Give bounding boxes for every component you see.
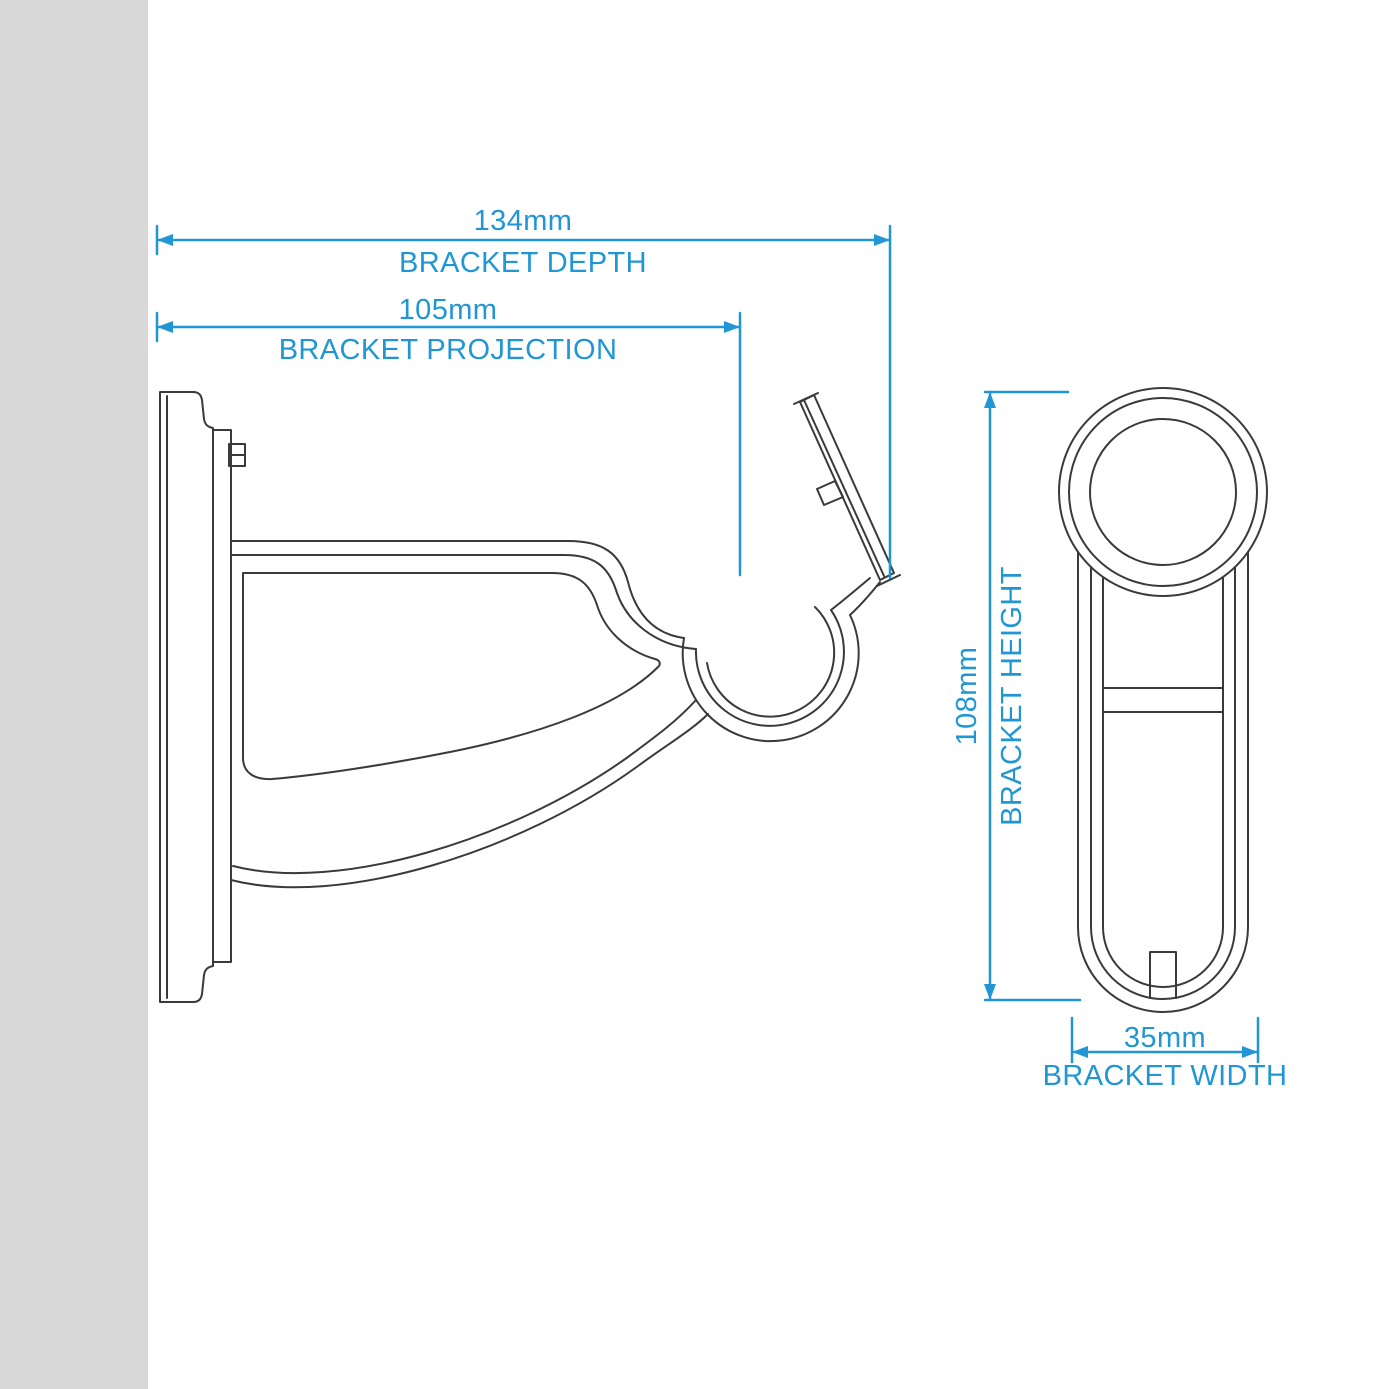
top-fixing-plate-face-line [803,399,885,577]
front-ring-middle [1068,397,1258,587]
front-body-inner [1090,566,1236,1000]
side-view-drawing [159,391,901,1003]
width-dimension-value: 35mm [1123,1022,1207,1054]
arm-top-inner [230,554,697,650]
top-plate-cap-top [793,392,819,405]
pole-cup-inner-wall [706,606,836,718]
projection-dimension-value: 105mm [398,294,498,326]
front-ring-hole [1089,418,1237,566]
width-dimension-label: BRACKET WIDTH [1042,1060,1288,1092]
front-body-outer [1077,551,1249,1013]
depth-dimension-value: 134mm [473,205,573,237]
pole-cup-outer [681,614,860,743]
front-view-drawing [1058,387,1268,1013]
wall-strip [0,0,148,1389]
arm-top-outer [230,540,685,639]
dimension-projection [155,311,742,577]
neck-outer [849,581,881,616]
height-dimension-value: 108mm [951,646,983,746]
plate-column [212,429,232,963]
dimension-depth [155,224,892,580]
projection-dimension-label: BRACKET PROJECTION [278,334,618,366]
front-bottom-notch [1149,951,1177,999]
wall-plate [159,391,214,1003]
brace-inner-line [232,699,697,875]
brace-outer [230,713,709,889]
height-dimension-label: BRACKET HEIGHT [996,566,1028,826]
neck-inner [830,577,871,611]
front-ring-outer [1058,387,1268,597]
dimension-height [983,390,1082,1002]
pole-cup-inner [694,609,845,727]
depth-dimension-label: BRACKET DEPTH [399,247,647,279]
front-body-cavity [1102,577,1224,988]
top-plate-cap-bottom [876,574,901,587]
dimension-width [1070,1016,1260,1064]
dimension-lines [155,224,1260,1064]
grub-screw [816,480,844,506]
fixing-screw-side [228,443,246,467]
web-cutout [242,572,661,781]
